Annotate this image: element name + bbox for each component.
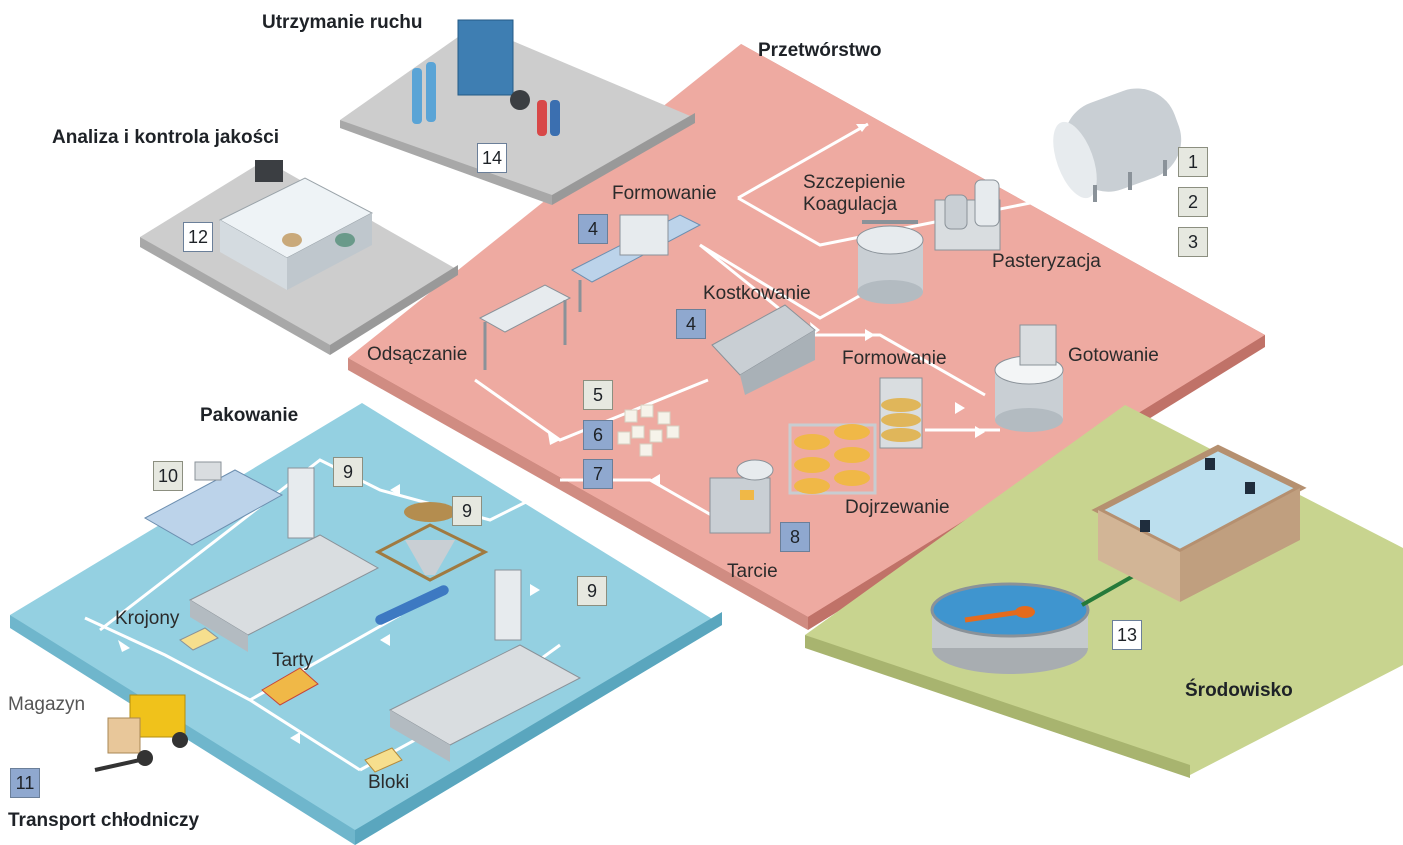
cup-filler-icon [143,461,284,546]
marker-4-forming: 4 [578,214,608,244]
forklift-icon [94,694,188,772]
label-forming-mid: Formowanie [842,348,947,369]
label-forming-top: Formowanie [612,183,717,204]
marker-13: 13 [1112,620,1142,650]
marker-5: 5 [583,380,613,410]
label-cooking: Gotowanie [1068,345,1159,366]
label-draining: Odsączanie [367,344,468,365]
label-sliced: Krojony [115,608,180,629]
cubing-machine-icon [711,304,816,395]
marker-9-b: 9 [452,496,482,526]
marker-7: 7 [583,459,613,489]
marker-4-cubing: 4 [676,309,706,339]
marker-10: 10 [153,461,183,491]
label-ripening: Dojrzewanie [845,497,950,518]
cheese-wheels-icon [788,423,877,495]
milk-tank-icon [1053,88,1182,202]
label-cubing: Kostkowanie [703,283,811,304]
grated-packer-icon [374,502,489,625]
packaging-flow-arrows [118,484,540,744]
zone-title-processing: Przetwórstwo [758,40,882,61]
pipe-icon [1081,573,1136,607]
marker-11: 11 [10,768,40,798]
zone-title-transport: Transport chłodniczy [8,810,200,831]
zone-title-maintenance: Utrzymanie ruchu [262,12,423,33]
aeration-basin-icon [1091,444,1307,602]
label-inoculation: Szczepienie [803,172,906,193]
label-coagulation: Koagulacja [803,194,898,215]
marker-3: 3 [1178,227,1208,257]
pasteurizer-icon [934,179,1001,251]
marker-2: 2 [1178,187,1208,217]
draining-table-icon [478,284,572,370]
forming-line-icon [570,214,702,312]
marker-1: 1 [1178,147,1208,177]
cheese-pack-icon [179,627,403,773]
label-grated: Tarty [272,650,314,671]
label-blocks: Bloki [368,772,410,793]
zone-title-environment: Środowisko [1185,680,1293,701]
marker-8: 8 [780,522,810,552]
cooking-tank-icon [994,324,1064,432]
forming-stack-icon [879,377,923,449]
cubes-icon [617,404,680,457]
gas-cylinder-icon [412,62,436,124]
label-grating: Tarcie [727,561,778,582]
grater-icon [709,459,774,534]
zone-title-packaging: Pakowanie [200,405,299,426]
clarifier-icon [930,582,1090,674]
welding-cart-icon [457,19,560,136]
marker-6: 6 [583,420,613,450]
marker-9-a: 9 [333,457,363,487]
lab-bench-icon [218,160,374,290]
zone-title-quality: Analiza i kontrola jakości [52,127,280,148]
marker-12: 12 [183,222,213,252]
vat-icon [856,220,924,304]
packaging-line-icon [188,467,582,762]
label-warehouse: Magazyn [8,694,86,715]
marker-14: 14 [477,143,507,173]
label-pasteurization: Pasteryzacja [992,251,1101,272]
marker-9-c: 9 [577,576,607,606]
